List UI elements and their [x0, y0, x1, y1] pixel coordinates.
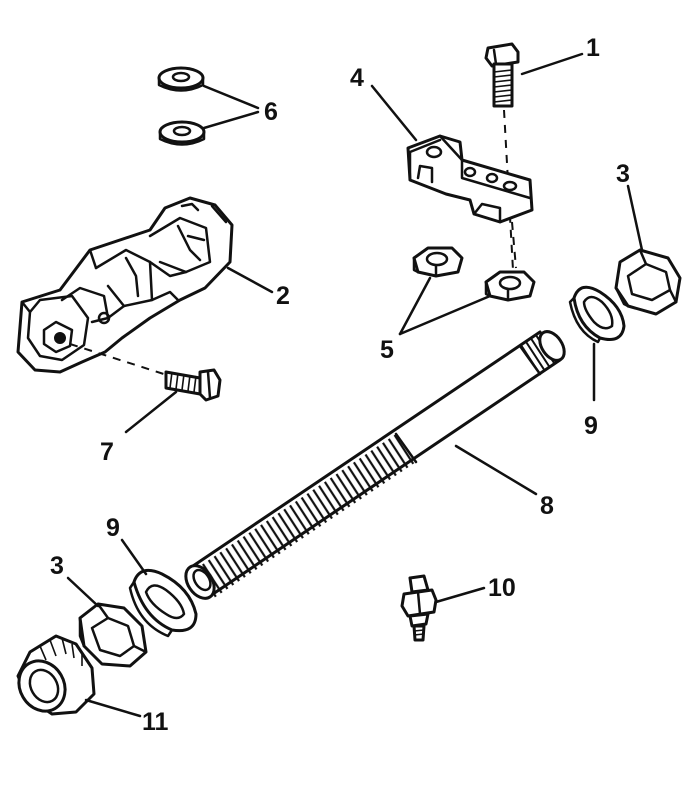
leader-3-upper: [626, 184, 644, 252]
washer-part-6-upper: [157, 66, 205, 92]
leader-lines: [66, 52, 644, 718]
jam-nut-part-3-upper: [614, 248, 682, 316]
leader-1: [520, 52, 584, 76]
threaded-rod-part-8: [184, 330, 566, 600]
leader-4: [370, 84, 418, 142]
screw-part-7: [164, 368, 222, 402]
flat-washer-part-9-upper: [568, 285, 626, 344]
jam-nut-part-3-lower: [78, 602, 148, 668]
leader-9-lower: [120, 538, 148, 576]
callout-2: 2: [276, 282, 290, 310]
callout-7: 7: [100, 438, 114, 466]
callout-11: 11: [142, 708, 169, 736]
bolt-part-1: [484, 42, 520, 108]
leader-8: [454, 444, 538, 496]
washer-part-6-lower: [158, 120, 206, 146]
nut-part-5-left: [412, 246, 464, 278]
leader-10: [434, 586, 486, 604]
leader-6-upper: [202, 84, 260, 110]
callout-3-lower: 3: [50, 552, 64, 580]
leader-2: [226, 266, 274, 294]
housing-alignment-line: [69, 343, 171, 377]
leader-5-right: [398, 294, 492, 336]
fitting-part-10: [400, 574, 438, 642]
callout-9-lower: 9: [106, 514, 120, 542]
bracket-alignment-line: [511, 221, 517, 269]
callout-4: 4: [350, 64, 364, 92]
callout-10: 10: [488, 574, 516, 602]
leader-5-left: [398, 276, 432, 336]
leader-11: [84, 698, 142, 718]
leader-7: [124, 390, 178, 434]
callout-labels: 1 2 3 4 5 6 7 8 9 9 3 10 11: [50, 34, 630, 736]
bracket-part-4: [406, 134, 534, 224]
callout-8: 8: [540, 492, 554, 520]
nut-part-5-right: [484, 270, 536, 302]
leader-6-lower: [202, 110, 260, 130]
leader-3-lower: [66, 576, 100, 608]
cap-part-11: [16, 634, 96, 716]
callout-6: 6: [264, 98, 278, 126]
housing-part-2: [16, 196, 234, 374]
callout-3-upper: 3: [616, 160, 630, 188]
flat-washer-part-9-lower: [128, 568, 198, 638]
callout-1: 1: [586, 34, 600, 62]
callout-5: 5: [380, 336, 394, 364]
callout-9-upper: 9: [584, 412, 598, 440]
